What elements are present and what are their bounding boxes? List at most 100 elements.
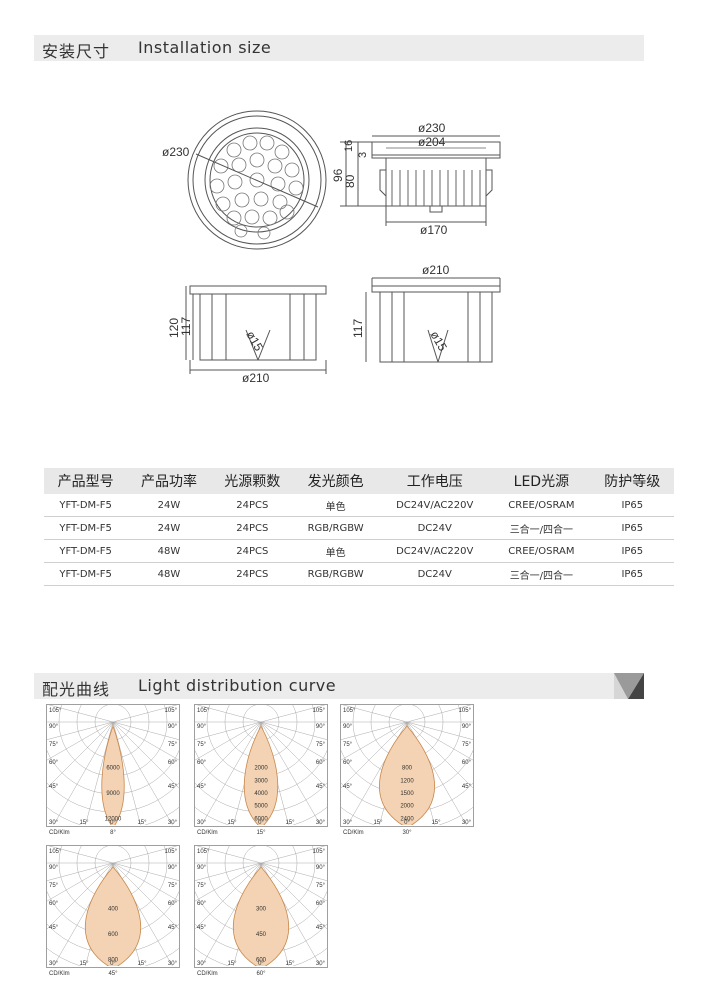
- intensity-value: 1500: [400, 791, 414, 797]
- sleeve-right-hole-label: ø15: [427, 329, 450, 354]
- beam-angle-label: 30°: [402, 830, 412, 836]
- cell-ip-rating: IP65: [590, 494, 674, 517]
- angle-label-left: 30°: [197, 820, 207, 826]
- angle-label-left: 75°: [197, 883, 207, 889]
- angle-label-right: 90°: [168, 724, 178, 730]
- angle-label-left: 75°: [49, 742, 59, 748]
- header-ip-rating: 防护等级: [604, 474, 661, 490]
- angle-label-right: 75°: [168, 742, 178, 748]
- sleeve-left-diameter-label: ø210: [242, 371, 270, 385]
- intensity-value: 5000: [254, 804, 268, 810]
- angle-label-left: 45°: [49, 784, 59, 790]
- angle-label-right: 45°: [168, 784, 178, 790]
- angle-label-right: 105°: [313, 849, 326, 855]
- intensity-value: 300: [256, 907, 267, 913]
- angle-label-right: 90°: [462, 724, 472, 730]
- light-distribution-title-zh: 配光曲线: [42, 680, 111, 699]
- corner-logo-mark: [614, 673, 644, 699]
- angle-label-15-right: 15°: [431, 820, 441, 826]
- cell-model: YFT-DM-F5: [44, 516, 128, 540]
- angle-label-left: 60°: [49, 901, 59, 907]
- angle-label-0: 0°: [110, 820, 116, 826]
- intensity-value: 1200: [400, 778, 414, 784]
- header-led-count: 光源颗数: [224, 474, 281, 490]
- cell-power: 24W: [127, 494, 211, 517]
- cell-led-count: 24PCS: [210, 516, 294, 540]
- cell-model: YFT-DM-F5: [44, 562, 128, 586]
- light-curve-2: 105°90°75°60°45°30°105°90°75°60°45°30°15…: [340, 704, 474, 836]
- angle-label-right: 75°: [168, 883, 178, 889]
- installation-title-en: Installation size: [138, 38, 272, 57]
- angle-label-15-right: 15°: [285, 820, 295, 826]
- angle-label-0: 0°: [110, 961, 116, 967]
- angle-label-left: 30°: [49, 820, 59, 826]
- top-view-drawing: [187, 110, 327, 250]
- cell-power: 48W: [127, 539, 211, 563]
- angle-label-15-left: 15°: [227, 961, 237, 967]
- spec-table-header-row: 产品型号 产品功率 光源颗数 发光颜色 工作电压 LED光源 防护等级: [44, 468, 674, 494]
- angle-label-right: 60°: [316, 901, 326, 907]
- installation-drawings: ø230 ø230 ø204 ø170 16 3 96 80 120 117 ø…: [162, 110, 501, 385]
- angle-label-left: 30°: [197, 961, 207, 967]
- angle-label-right: 30°: [316, 820, 326, 826]
- angle-label-15-left: 15°: [373, 820, 383, 826]
- intensity-value: 6000: [254, 816, 268, 822]
- angle-label-right: 30°: [462, 820, 472, 826]
- angle-label-left: 90°: [197, 724, 207, 730]
- cell-color: 单色: [293, 539, 378, 563]
- side-outer-diameter-label: ø230: [418, 121, 446, 135]
- angle-label-left: 60°: [197, 901, 207, 907]
- angle-label-right: 30°: [316, 961, 326, 967]
- cell-voltage: DC24V/AC220V: [377, 539, 493, 563]
- cell-power: 48W: [127, 562, 211, 586]
- cell-voltage: DC24V: [377, 516, 493, 540]
- intensity-value: 2000: [254, 766, 268, 772]
- sleeve-left-drawing: [185, 285, 327, 374]
- angle-label-right: 75°: [316, 883, 326, 889]
- angle-label-0: 0°: [404, 820, 410, 826]
- sleeve-left-total-height-label: 120: [167, 318, 181, 338]
- angle-label-left: 105°: [49, 849, 62, 855]
- light-curve-0: 105°90°75°60°45°30°105°90°75°60°45°30°15…: [46, 704, 180, 836]
- sleeve-right-diameter-label: ø210: [422, 263, 450, 277]
- intensity-value: 6000: [106, 766, 120, 772]
- side-view-drawing: [340, 135, 501, 226]
- angle-label-0: 0°: [258, 820, 264, 826]
- angle-label-right: 60°: [316, 760, 326, 766]
- cell-led-source: CREE/OSRAM: [492, 494, 591, 517]
- angle-label-left: 45°: [197, 784, 207, 790]
- cell-color: 单色: [293, 494, 378, 517]
- intensity-value: 2400: [400, 816, 414, 822]
- intensity-value: 2000: [400, 804, 414, 810]
- angle-label-left: 45°: [197, 925, 207, 931]
- light-curve-4: 105°90°75°60°45°30°105°90°75°60°45°30°15…: [194, 845, 328, 977]
- angle-label-right: 45°: [316, 784, 326, 790]
- intensity-value: 600: [256, 957, 267, 963]
- angle-label-0: 0°: [258, 961, 264, 967]
- angle-label-left: 90°: [197, 865, 207, 871]
- header-led-source: LED光源: [513, 474, 570, 490]
- sleeve-right-drawing: [365, 277, 501, 363]
- installation-section-header: 安装尺寸 Installation size: [34, 35, 644, 61]
- light-lobe: [233, 866, 289, 966]
- cell-color: RGB/RGBW: [293, 562, 378, 586]
- beam-angle-label: 8°: [110, 830, 116, 836]
- unit-label: CD/Klm: [197, 971, 218, 977]
- unit-label: CD/Klm: [49, 830, 70, 836]
- angle-label-15-left: 15°: [227, 820, 237, 826]
- angle-label-right: 60°: [462, 760, 472, 766]
- cell-model: YFT-DM-F5: [44, 539, 128, 563]
- sleeve-left-body-height-label: 117: [179, 317, 193, 336]
- header-power: 产品功率: [140, 474, 197, 490]
- cell-led-source: 三合一/四合一: [492, 516, 591, 540]
- beam-angle-label: 45°: [108, 971, 118, 977]
- angle-label-15-left: 15°: [79, 961, 89, 967]
- beam-angle-label: 60°: [256, 971, 266, 977]
- header-color: 发光颜色: [307, 474, 364, 490]
- side-inner-diameter-label: ø204: [418, 135, 446, 149]
- angle-label-left: 105°: [49, 708, 62, 714]
- cell-voltage: DC24V/AC220V: [377, 494, 493, 517]
- side-h2-label: 3: [357, 152, 369, 158]
- angle-label-right: 45°: [316, 925, 326, 931]
- installation-title-zh: 安装尺寸: [42, 42, 111, 61]
